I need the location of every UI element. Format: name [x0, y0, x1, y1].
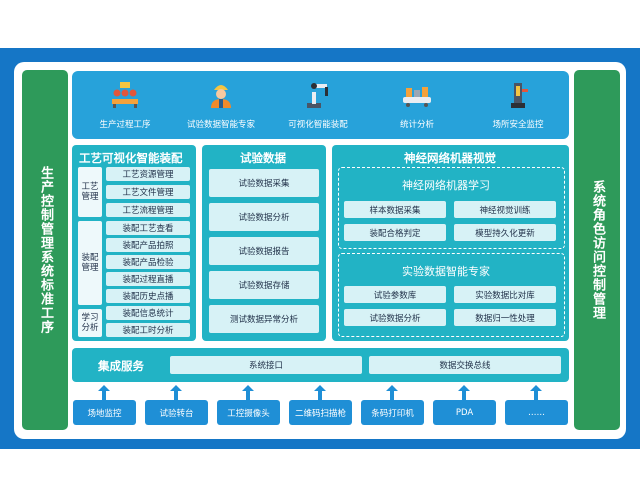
arrow-up-icon: [170, 385, 182, 400]
device-more: ……: [505, 400, 568, 425]
arrow-up-icon: [458, 385, 470, 400]
device-industrial-camera: 工控摄像头: [217, 400, 280, 425]
list-item: 试验参数库: [344, 286, 446, 303]
list-item: 试验数据报告: [209, 237, 319, 265]
list-item: 装配工艺查看: [106, 221, 190, 235]
column-title: 试验数据: [240, 151, 286, 165]
top-item-label: 场所安全监控: [492, 120, 544, 130]
top-item-assembly: 可视化智能装配: [273, 71, 363, 139]
column-assembly: 工艺可视化智能装配 工艺管理 装配管理 学习分析 工艺资源管理 工艺文件管理 工…: [72, 145, 196, 341]
list-item: 装配工时分析: [106, 323, 190, 337]
list-item: 数据归一性处理: [454, 309, 556, 326]
top-item-expert: 试验数据智能专家: [176, 71, 266, 139]
arrow-up-icon: [530, 385, 542, 400]
engineer-icon: [211, 85, 231, 108]
column-title: 工艺可视化智能装配: [79, 151, 183, 165]
top-item-label: 试验数据智能专家: [186, 120, 255, 130]
list-item: 装配产品拍照: [106, 238, 190, 252]
device-pda: PDA: [433, 400, 496, 425]
top-item-safety: 场所安全监控: [473, 71, 563, 139]
right-sidebar-label: 系统角色访问控制管理: [574, 70, 620, 430]
data-exchange-bus: 数据交换总线: [369, 356, 561, 374]
list-item: 神经视觉训练: [454, 201, 556, 218]
arrow-up-icon: [314, 385, 326, 400]
column-title: 神经网络机器视觉: [404, 151, 496, 165]
list-item: 装配历史点播: [106, 289, 190, 303]
group-label-assembly: 装配管理: [78, 221, 102, 305]
subgroup-machine-learning: [338, 167, 565, 249]
arrow-up-icon: [242, 385, 254, 400]
robot-arm-icon: [307, 83, 328, 108]
list-item: 装配信息统计: [106, 306, 190, 320]
system-interface: 系统接口: [170, 356, 362, 374]
device-qr-scanner: 二维码扫描枪: [289, 400, 352, 425]
list-item: 样本数据采集: [344, 201, 446, 218]
group-label-learning: 学习分析: [78, 309, 102, 337]
column-test-data: 试验数据 试验数据采集 试验数据分析 试验数据报告 试验数据存储 测试数据异常分…: [202, 145, 326, 341]
top-item-statistics: 统计分析: [372, 71, 462, 139]
top-banner: 生产过程工序 试验数据智能专家 可视化智能装配 统计分析: [72, 71, 569, 139]
list-item: 工艺流程管理: [106, 203, 190, 217]
top-item-label: 统计分析: [399, 120, 434, 130]
subgroup-title: 神经网络机器学习: [402, 179, 490, 192]
left-sidebar-label: 生产控制管理系统标准工序: [22, 70, 68, 430]
top-item-label: 可视化智能装配: [288, 120, 348, 130]
list-item: 模型持久化更新: [454, 224, 556, 241]
list-item: 试验数据分析: [344, 309, 446, 326]
device-barcode-printer: 条码打印机: [361, 400, 424, 425]
list-item: 工艺文件管理: [106, 185, 190, 199]
industrial-robot-icon: [511, 83, 528, 108]
services-title: 集成服务: [98, 359, 144, 373]
list-item: 试验数据采集: [209, 169, 319, 197]
device-test-turntable: 试验转台: [145, 400, 208, 425]
subgroup-data-expert: [338, 253, 565, 337]
device-site-monitor: 场地监控: [73, 400, 136, 425]
integration-services-bar: 集成服务 系统接口 数据交换总线: [72, 348, 569, 382]
list-item: 实验数据比对库: [454, 286, 556, 303]
list-item: 测试数据异常分析: [209, 305, 319, 333]
top-item-production: 生产过程工序: [80, 71, 170, 139]
list-item: 装配产品检验: [106, 255, 190, 269]
list-item: 装配过程直播: [106, 272, 190, 286]
production-line-icon: [112, 82, 138, 108]
group-label-process: 工艺管理: [78, 167, 102, 217]
arrow-up-icon: [386, 385, 398, 400]
subgroup-title: 实验数据智能专家: [402, 265, 490, 278]
column-machine-vision: 神经网络机器视觉 神经网络机器学习 样本数据采集 神经视觉训练 装配合格判定 模…: [332, 145, 569, 341]
list-item: 试验数据分析: [209, 203, 319, 231]
top-item-label: 生产过程工序: [99, 120, 151, 130]
conveyor-icon: [403, 87, 431, 107]
list-item: 试验数据存储: [209, 271, 319, 299]
list-item: 工艺资源管理: [106, 167, 190, 181]
arrow-up-icon: [98, 385, 110, 400]
list-item: 装配合格判定: [344, 224, 446, 241]
